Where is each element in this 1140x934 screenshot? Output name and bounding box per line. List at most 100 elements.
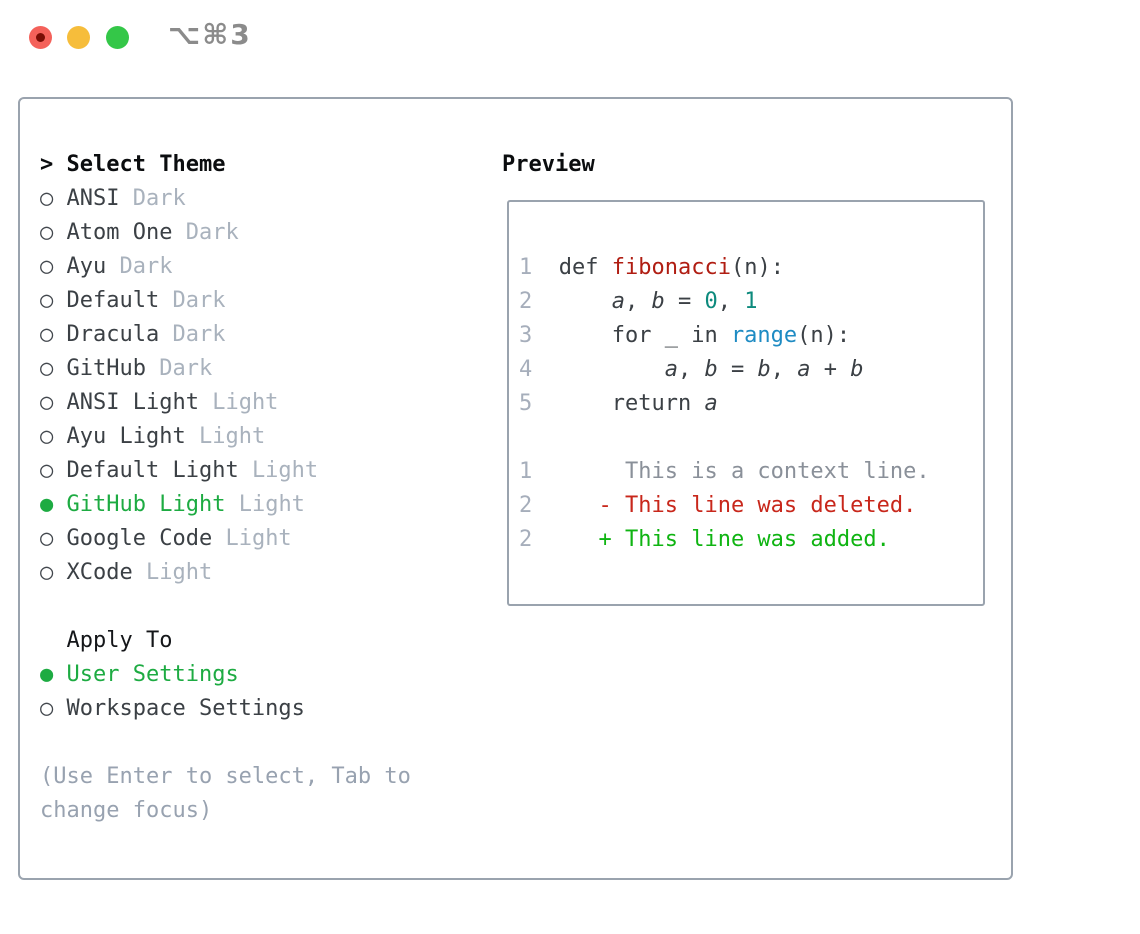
theme-name-label: GitHub xyxy=(66,356,146,381)
gap xyxy=(212,526,225,551)
gap xyxy=(199,390,212,415)
code-token: return xyxy=(558,391,705,416)
gap xyxy=(53,696,66,721)
radio-icon: ○ xyxy=(40,220,54,245)
theme-option-dracula[interactable]: ○ Dracula Dark xyxy=(40,318,411,352)
gap xyxy=(106,254,119,279)
code-token: b xyxy=(704,357,718,382)
radio-icon: ○ xyxy=(40,356,54,381)
diff-line-deleted: 2 - This line was deleted. xyxy=(519,489,930,523)
theme-variant-label: Light xyxy=(238,492,305,517)
code-token: a xyxy=(797,357,811,382)
theme-option-xcode[interactable]: ○ XCode Light xyxy=(40,556,411,590)
spacer xyxy=(40,590,411,624)
gap xyxy=(532,255,559,280)
theme-option-default-light[interactable]: ○ Default Light Light xyxy=(40,454,411,488)
radio-icon: ○ xyxy=(40,560,54,585)
theme-option-ansi-light[interactable]: ○ ANSI Light Light xyxy=(40,386,411,420)
gap xyxy=(53,186,66,211)
theme-name-label: Dracula xyxy=(66,322,160,347)
line-number: 1 xyxy=(519,459,533,484)
gap xyxy=(532,323,559,348)
code-token: a xyxy=(664,357,678,382)
theme-option-default[interactable]: ○ Default Dark xyxy=(40,284,411,318)
theme-name-label: Google Code xyxy=(66,526,213,551)
apply-option-label: Workspace Settings xyxy=(66,696,305,721)
gap xyxy=(532,357,559,382)
theme-name-label: Default xyxy=(66,288,160,313)
line-number: 2 xyxy=(519,527,533,552)
diff-text: This is a context line. xyxy=(624,459,930,484)
apply-option-user-settings[interactable]: ● User Settings xyxy=(40,658,411,692)
gap xyxy=(159,288,172,313)
close-dot-icon xyxy=(36,33,45,42)
theme-option-ansi[interactable]: ○ ANSI Dark xyxy=(40,182,411,216)
theme-picker-panel: > Select Theme ○ ANSI Dark○ Atom One Dar… xyxy=(18,97,1013,880)
code-token: b xyxy=(850,357,864,382)
theme-option-google-code[interactable]: ○ Google Code Light xyxy=(40,522,411,556)
apply-to-header: Apply To xyxy=(66,628,173,653)
gap xyxy=(53,254,66,279)
gap xyxy=(612,493,625,518)
gap xyxy=(532,527,598,552)
theme-list-column: > Select Theme ○ ANSI Dark○ Atom One Dar… xyxy=(40,148,411,828)
diff-line-context: 1 This is a context line. xyxy=(519,455,930,489)
theme-option-atom-one[interactable]: ○ Atom One Dark xyxy=(40,216,411,250)
theme-variant-label: Light xyxy=(198,424,266,449)
radio-icon: ○ xyxy=(40,458,54,483)
gap xyxy=(53,390,66,415)
theme-option-github-light[interactable]: ● GitHub Light Light xyxy=(40,488,411,522)
theme-option-ayu-light[interactable]: ○ Ayu Light Light xyxy=(40,420,411,454)
line-number: 4 xyxy=(519,357,533,382)
diff-marker-icon: - xyxy=(598,493,612,518)
theme-name-label: GitHub Light xyxy=(66,492,226,517)
code-token: , xyxy=(770,357,798,382)
radio-selected-icon: ● xyxy=(40,662,54,687)
theme-variant-label: Dark xyxy=(159,356,213,381)
gap xyxy=(146,356,159,381)
apply-option-workspace-settings[interactable]: ○ Workspace Settings xyxy=(40,692,411,726)
select-theme-header-label: Select Theme xyxy=(66,152,226,177)
code-line-5: 5 return a xyxy=(519,387,930,421)
gap xyxy=(532,459,598,484)
zoom-button[interactable] xyxy=(106,26,129,49)
theme-variant-label: Dark xyxy=(132,186,186,211)
theme-option-github[interactable]: ○ GitHub Dark xyxy=(40,352,411,386)
minimize-button[interactable] xyxy=(67,26,90,49)
gap xyxy=(133,560,146,585)
gap xyxy=(159,322,172,347)
apply-option-label: User Settings xyxy=(66,662,239,687)
line-number: 2 xyxy=(519,493,533,518)
code-token: + xyxy=(810,357,851,382)
code-token: def xyxy=(558,255,612,280)
close-button[interactable] xyxy=(29,26,52,49)
code-line-1: 1 def fibonacci(n): xyxy=(519,251,930,285)
code-token: = xyxy=(717,357,758,382)
theme-name-label: Atom One xyxy=(66,220,173,245)
spacer xyxy=(40,726,411,760)
hint-line-1: (Use Enter to select, Tab to xyxy=(40,764,411,789)
code-token: range xyxy=(730,323,798,348)
theme-name-label: ANSI xyxy=(66,186,120,211)
gap xyxy=(532,391,559,416)
radio-icon: ○ xyxy=(40,288,54,313)
code-token: , xyxy=(717,289,745,314)
code-token: (n): xyxy=(730,255,784,280)
spacer xyxy=(519,421,930,455)
diff-marker-icon: + xyxy=(598,527,612,552)
theme-option-ayu[interactable]: ○ Ayu Dark xyxy=(40,250,411,284)
code-token: = xyxy=(664,289,705,314)
radio-icon: ○ xyxy=(40,254,54,279)
code-token: b xyxy=(651,289,665,314)
code-token: for _ in xyxy=(558,323,731,348)
gap xyxy=(239,458,252,483)
line-number: 3 xyxy=(519,323,533,348)
gap xyxy=(53,492,66,517)
theme-name-label: Default Light xyxy=(66,458,239,483)
theme-variant-label: Dark xyxy=(185,220,239,245)
gap xyxy=(53,526,66,551)
gap xyxy=(53,458,66,483)
